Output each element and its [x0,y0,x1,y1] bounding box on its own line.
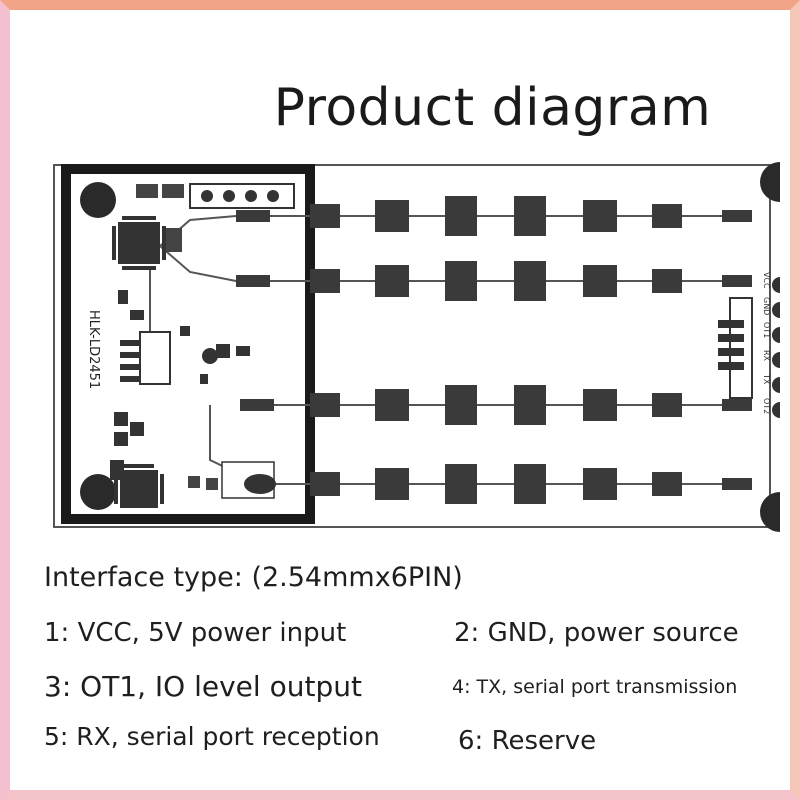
pin-label: OT2 [762,398,771,414]
pin-label: VCC [762,272,771,289]
pin-3-description: 3: OT1, IO level output [44,670,362,703]
page-title: Product diagram [273,78,712,138]
side-connector [718,277,780,418]
pin-2-description: 2: GND, power source [454,618,739,648]
pin-6-description: 6: Reserve [458,726,597,756]
mounting-hole [80,182,116,218]
pin-1-description: 1: VCC, 5V power input [44,618,347,648]
pin-5-description: 5: RX, serial port reception [44,722,380,751]
pin-label: TX [762,373,771,385]
mounting-hole [80,474,116,510]
components [110,290,250,480]
module-frame [61,164,315,524]
pcb-outline [53,164,771,528]
module-model: HLK-LD2451 [86,310,101,389]
mounting-hole [760,162,780,202]
interface-type-text: Interface type: (2.54mmx6PIN) [44,562,463,593]
header-pin [267,190,279,202]
secondary-chip [120,470,158,508]
header-pin [223,190,235,202]
antenna-patches [236,196,752,504]
mounting-hole [760,492,780,532]
header-pin [201,190,213,202]
main-chip [118,222,160,264]
radar-board-diagram: HLK-LD2451 [53,162,780,532]
header-pin [245,190,257,202]
sop-chip [139,331,171,385]
pin-label: OT1 [762,322,771,338]
pin-label: RX [762,350,771,362]
pin-4-description: 4: TX, serial port transmission [452,676,738,698]
pin-label: GND [762,297,771,315]
